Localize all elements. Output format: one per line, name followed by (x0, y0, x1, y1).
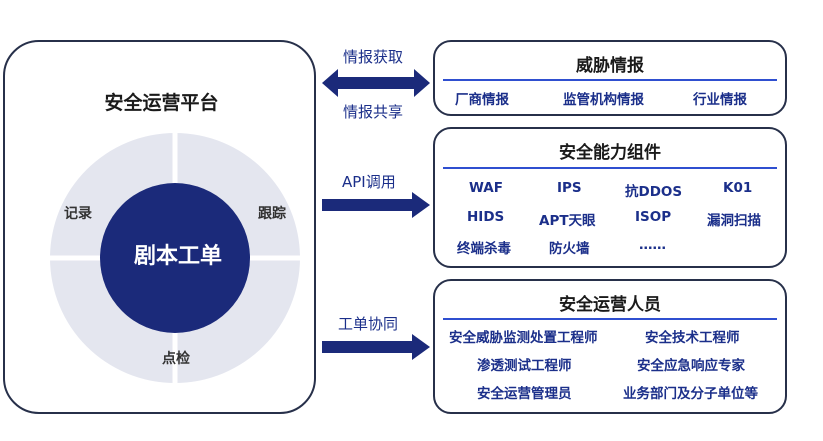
component-item: WAF (469, 180, 503, 196)
arrow-label-workorder: 工单协同 (338, 315, 399, 333)
ring-segment-bottom-right (175, 258, 300, 383)
ring-label-bottom: 点检 (162, 351, 190, 367)
arrow-label-intel-get: 情报获取 (343, 48, 404, 66)
staff-item: 安全应急响应专家 (637, 358, 745, 374)
double-arrow (322, 69, 430, 97)
panel-divider (443, 79, 777, 81)
ring-label-left: 记录 (64, 206, 92, 222)
component-item: K01 (723, 180, 753, 196)
panel-operations-staff: 安全运营人员 安全威胁监测处置工程师 安全技术工程师 渗透测试工程师 安全应急响… (433, 279, 787, 414)
panel-divider (443, 318, 777, 320)
intel-item: 厂商情报 (455, 92, 509, 108)
core-circle (100, 183, 250, 333)
core-label: 剧本工单 (133, 244, 222, 269)
workorder-arrow (322, 334, 430, 360)
panel-title-components: 安全能力组件 (559, 143, 661, 163)
arrow-label-intel-share: 情报共享 (343, 103, 404, 121)
ring-label-right: 跟踪 (258, 206, 286, 222)
component-item: HIDS (467, 209, 505, 225)
component-item: …… (639, 237, 666, 253)
ring-segment-top-right (175, 133, 300, 258)
arrow-label-api: API调用 (342, 173, 396, 191)
panel-divider (443, 167, 777, 169)
component-item: 漏洞扫描 (707, 213, 761, 229)
component-item: 防火墙 (549, 241, 590, 257)
intel-item: 监管机构情报 (563, 92, 644, 108)
intel-item: 行业情报 (693, 92, 747, 108)
api-arrow (322, 192, 430, 218)
component-item: 终端杀毒 (457, 241, 511, 257)
platform-title: 安全运营平台 (104, 92, 219, 114)
component-item: APT天眼 (539, 213, 596, 229)
panel-threat-intel: 威胁情报 厂商情报 监管机构情报 行业情报 (433, 40, 787, 116)
staff-item: 安全威胁监测处置工程师 (449, 330, 598, 346)
component-item: 抗DDOS (625, 184, 683, 200)
ring-segment-top-left (50, 133, 175, 258)
staff-item: 业务部门及分子单位等 (623, 386, 758, 402)
panel-title-staff: 安全运营人员 (559, 295, 661, 315)
staff-item: 安全运营管理员 (477, 386, 572, 402)
staff-item: 渗透测试工程师 (477, 358, 572, 374)
component-item: IPS (557, 180, 582, 196)
panel-title-threat-intel: 威胁情报 (576, 56, 644, 76)
component-item: ISOP (635, 209, 672, 225)
cycle-ring (50, 133, 300, 383)
panel-security-components: 安全能力组件 WAF IPS 抗DDOS K01 HIDS APT天眼 ISOP… (433, 127, 787, 268)
staff-item: 安全技术工程师 (645, 330, 740, 346)
ring-segment-bottom-left (50, 258, 175, 383)
